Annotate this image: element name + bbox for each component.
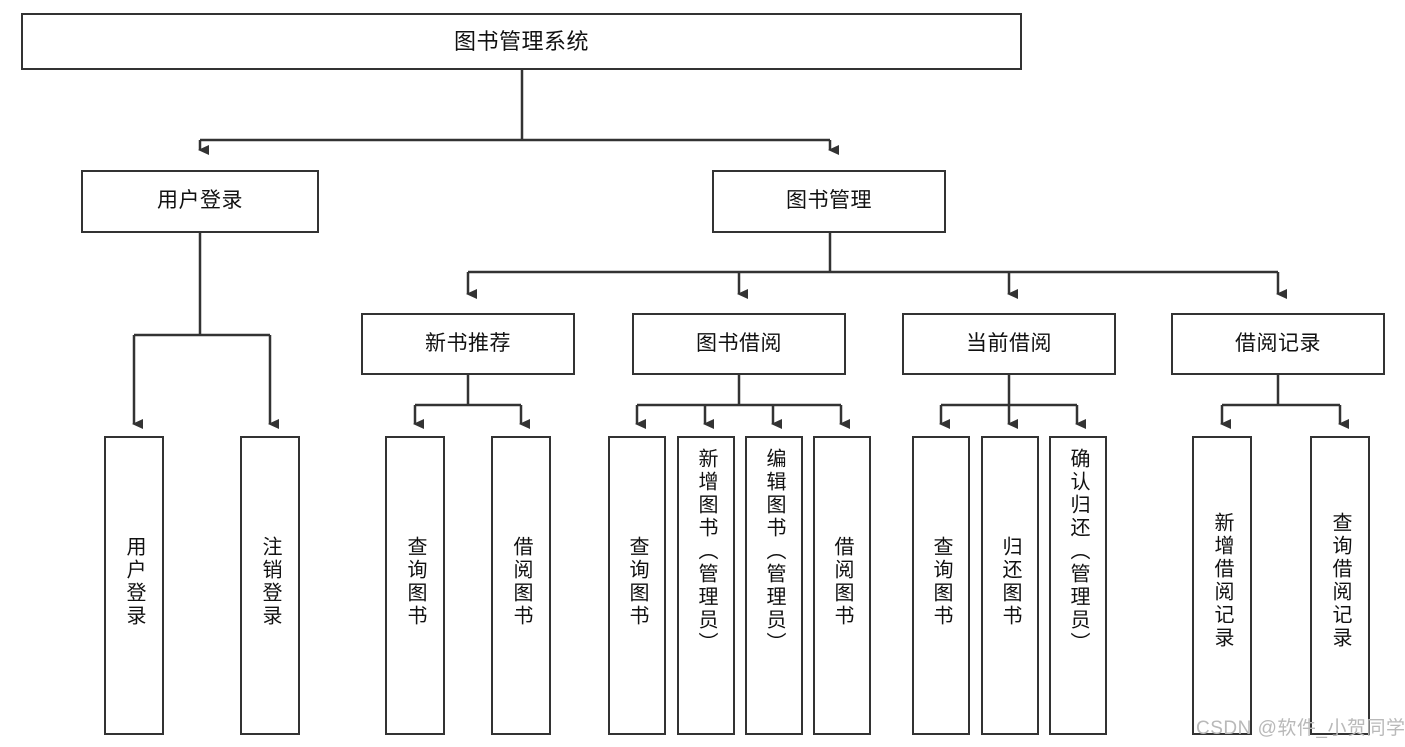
leaf-borrow-book-a[interactable]: 借阅图书 [491,436,551,735]
leaf-user-login-label: 用户登录 [123,536,145,628]
leaf-query-book-c-label: 查询图书 [930,536,952,628]
leaf-borrow-book-b[interactable]: 借阅图书 [813,436,871,735]
leaf-query-book-b-label: 查询图书 [626,536,648,628]
leaf-query-book-b[interactable]: 查询图书 [608,436,666,735]
leaf-borrow-book-b-label: 借阅图书 [831,536,853,628]
node-root-label: 图书管理系统 [453,28,589,54]
node-user-login[interactable]: 用户登录 [81,170,319,233]
node-user-login-label: 用户登录 [157,189,243,213]
leaf-add-borrow-record-label: 新增借阅记录 [1211,512,1233,650]
csdn-watermark: CSDN @软件_小贺同学 [1196,718,1405,739]
leaf-add-book-admin-label: 新增图书（管理员） [695,448,717,655]
leaf-logout[interactable]: 注销登录 [240,436,300,735]
node-root-book-management-system[interactable]: 图书管理系统 [21,13,1022,70]
node-new-book-recommendation-label: 新书推荐 [425,331,511,355]
leaf-logout-label: 注销登录 [259,536,281,628]
leaf-edit-book-admin[interactable]: 编辑图书（管理员） [745,436,803,735]
leaf-add-book-admin[interactable]: 新增图书（管理员） [677,436,735,735]
leaf-return-book-label: 归还图书 [999,536,1021,628]
leaf-query-borrow-record-label: 查询借阅记录 [1329,512,1351,650]
leaf-query-book-a[interactable]: 查询图书 [385,436,445,735]
leaf-query-book-c[interactable]: 查询图书 [912,436,970,735]
leaf-query-borrow-record[interactable]: 查询借阅记录 [1310,436,1370,735]
leaf-confirm-return-admin[interactable]: 确认归还（管理员） [1049,436,1107,735]
node-borrowing-record[interactable]: 借阅记录 [1171,313,1385,375]
leaf-return-book[interactable]: 归还图书 [981,436,1039,735]
leaf-borrow-book-a-label: 借阅图书 [510,536,532,628]
leaf-query-book-a-label: 查询图书 [404,536,426,628]
node-new-book-recommendation[interactable]: 新书推荐 [361,313,575,375]
node-book-borrowing[interactable]: 图书借阅 [632,313,846,375]
node-book-management[interactable]: 图书管理 [712,170,946,233]
leaf-confirm-return-admin-label: 确认归还（管理员） [1067,448,1089,655]
node-current-borrowing[interactable]: 当前借阅 [902,313,1116,375]
node-current-borrowing-label: 当前借阅 [966,331,1052,355]
leaf-user-login[interactable]: 用户登录 [104,436,164,735]
node-borrowing-record-label: 借阅记录 [1235,331,1321,355]
node-book-management-label: 图书管理 [786,189,872,213]
leaf-edit-book-admin-label: 编辑图书（管理员） [763,448,785,655]
leaf-add-borrow-record[interactable]: 新增借阅记录 [1192,436,1252,735]
node-book-borrowing-label: 图书借阅 [696,331,782,355]
